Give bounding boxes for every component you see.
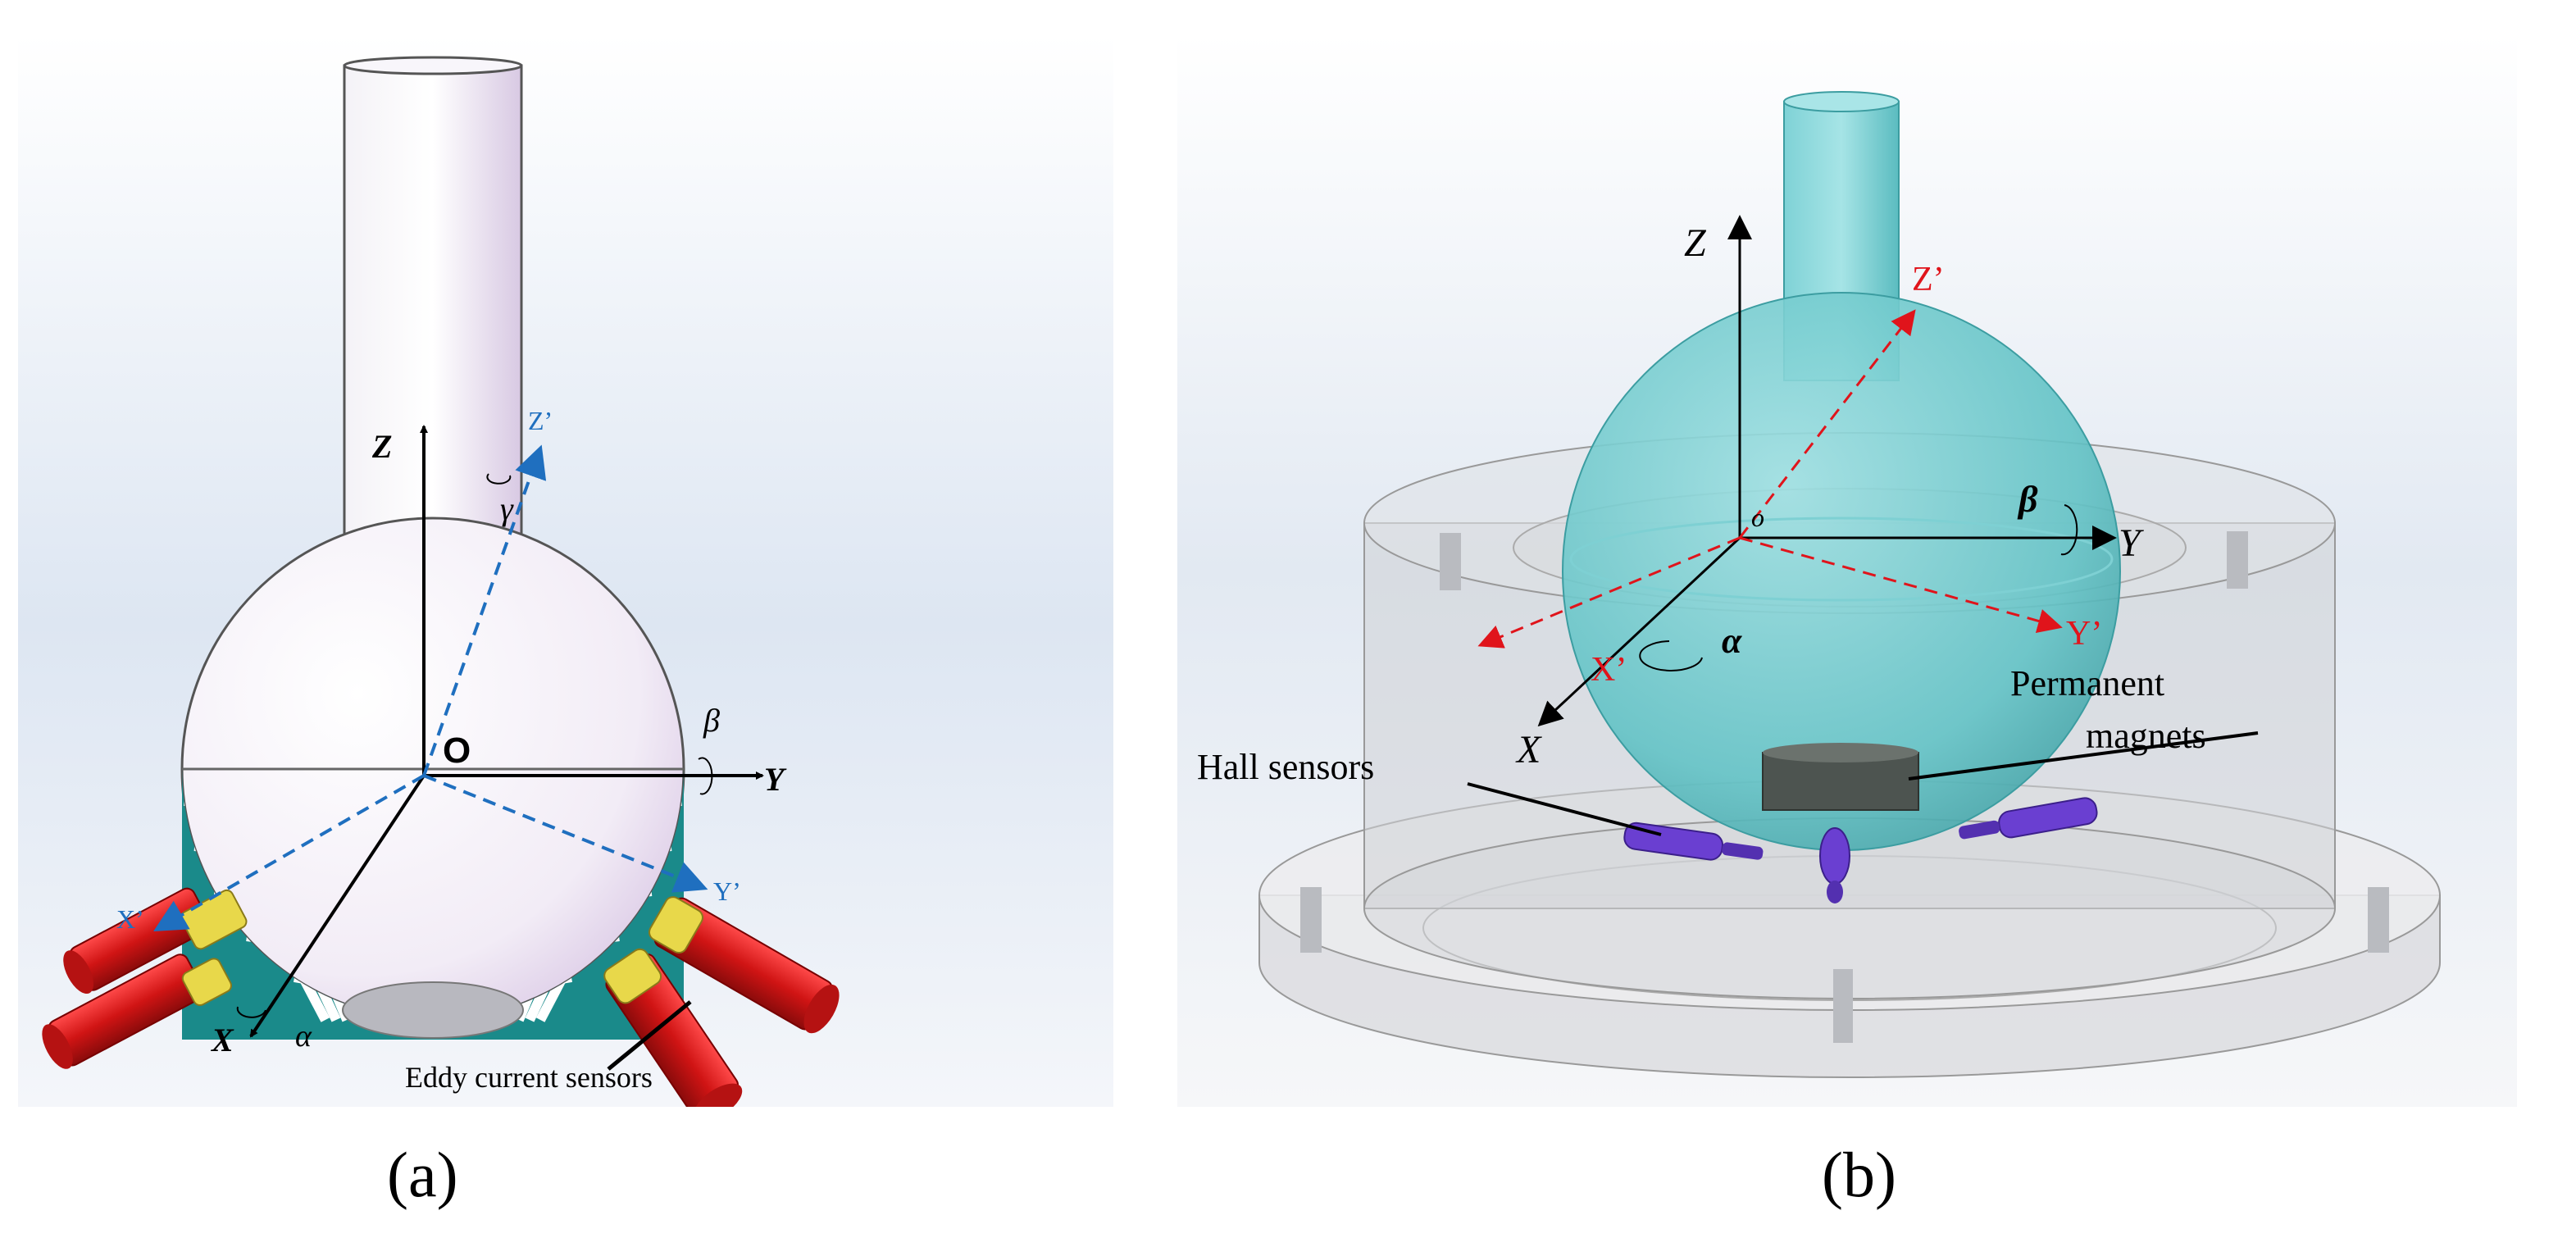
panel-b-figure: Z Y X o Z’ Y’ X’ β α Permanent magnets H… [1177, 34, 2517, 1107]
label-gamma: γ [500, 490, 514, 527]
caption-a: (a) [387, 1139, 458, 1210]
base-slot [2368, 887, 2389, 953]
rotation-arc-gamma [486, 473, 512, 485]
label-z-prime: Z’ [1912, 261, 1945, 298]
axis-x [249, 774, 426, 1038]
shaft [343, 64, 523, 592]
label-origin: O [443, 731, 471, 771]
label-y-prime: Y’ [2066, 615, 2102, 653]
shaft-top [343, 56, 523, 75]
label-eddy-current-sensors: Eddy current sensors [405, 1061, 653, 1094]
label-permanent: Permanent [2010, 663, 2164, 703]
rotation-arc-beta [698, 757, 713, 795]
label-y: Y [764, 761, 787, 798]
label-y-prime: Y’ [713, 876, 741, 906]
sensor-left-1-tip [180, 889, 248, 950]
caption-b: (b) [1822, 1139, 1896, 1210]
permanent-magnet-top [1763, 743, 1918, 762]
label-alpha: α [295, 1019, 312, 1054]
shaft-top [1783, 91, 1900, 112]
label-y: Y [2119, 521, 2144, 565]
label-z-prime: Z’ [528, 406, 553, 435]
rotation-arc-alpha [1639, 640, 1703, 671]
label-x: X [1515, 728, 1542, 771]
magnets-leader-line [1908, 731, 2259, 781]
axis-y-prime [1739, 536, 2063, 634]
sensor-right-2 [603, 948, 743, 1107]
label-beta: β [2017, 478, 2038, 520]
base-slot [1833, 969, 1853, 1043]
label-x: X [210, 1022, 234, 1058]
label-origin: o [1751, 503, 1764, 532]
panel-a-svg: Z Y X O Z’ Y’ X’ γ β α Eddy current sens… [18, 34, 1113, 1107]
housing-slot [1440, 533, 1461, 590]
sensor-left-2-tip [181, 958, 232, 1007]
panel-a-figure: Z Y X O Z’ Y’ X’ γ β α Eddy current sens… [18, 34, 1113, 1107]
rotation-arc-alpha [236, 1006, 266, 1018]
axis-z-prime [1738, 309, 1916, 539]
axis-y-prime [423, 774, 708, 893]
label-z: Z [371, 428, 392, 465]
sensors-leader-line [607, 1000, 692, 1071]
axis-z-prime [422, 444, 547, 776]
hall-sensor-right [1959, 797, 2098, 840]
bottom-cap [342, 981, 524, 1039]
sphere-equator [1569, 517, 2114, 602]
hall-sensor-center [1819, 827, 1850, 903]
label-x-prime: X’ [116, 904, 144, 934]
label-beta: β [703, 702, 720, 739]
axis-x [1537, 536, 1741, 727]
label-x-prime: X’ [1591, 651, 1627, 689]
rotation-arc-beta [2060, 504, 2078, 556]
hall-leader-line [1467, 782, 1662, 836]
label-alpha: α [1722, 621, 1742, 661]
axis-x-prime [153, 774, 425, 931]
base-slot [1300, 887, 1322, 953]
axis-x-prime [1477, 536, 1741, 649]
housing-slot [2227, 531, 2248, 589]
label-z: Z [1684, 221, 1707, 265]
label-magnets: magnets [2086, 716, 2206, 756]
sensor-right-1 [649, 896, 840, 1034]
label-hall-sensors: Hall sensors [1197, 747, 1374, 787]
panel-b-svg: Z Y X o Z’ Y’ X’ β α Permanent magnets H… [1177, 34, 2517, 1107]
